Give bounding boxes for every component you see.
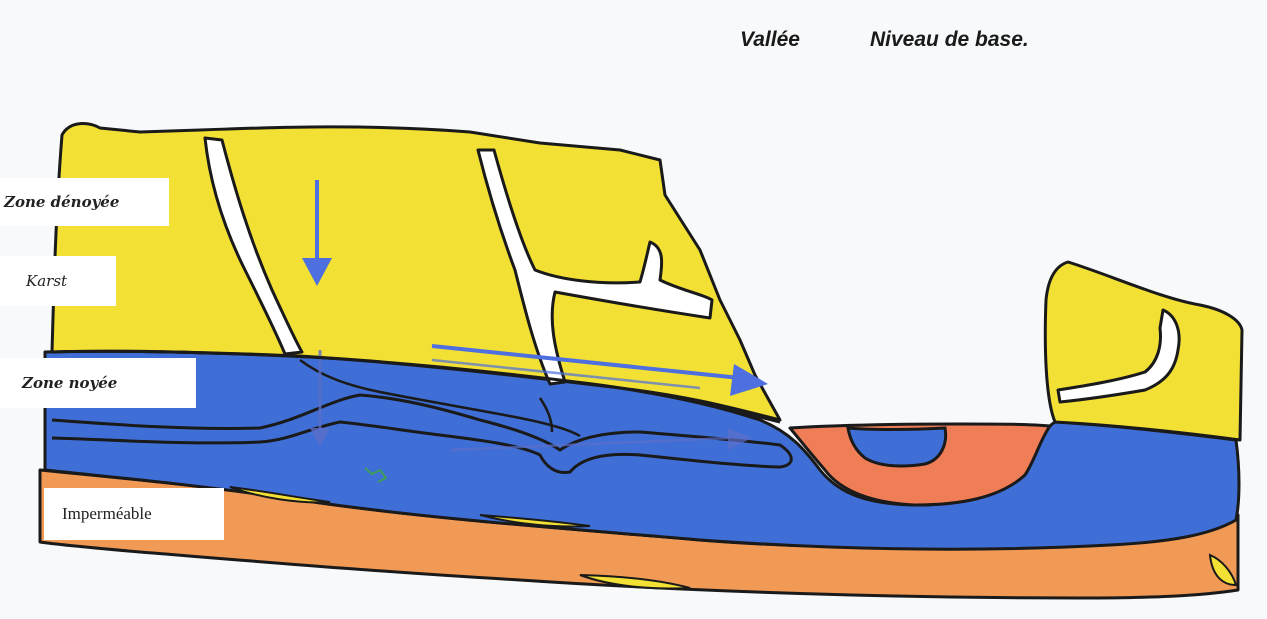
zone-unsaturated-label: Zone dénoyée xyxy=(0,178,169,226)
limestone-right-block xyxy=(1045,262,1242,440)
zone-impermeable-label: Imperméable xyxy=(44,488,224,540)
zone-saturated-label: Zone noyée xyxy=(0,358,196,408)
zone-karst-label: Karst xyxy=(0,256,116,306)
base-level-label: Niveau de base. xyxy=(870,28,1029,52)
valley-label: Vallée xyxy=(740,28,800,52)
